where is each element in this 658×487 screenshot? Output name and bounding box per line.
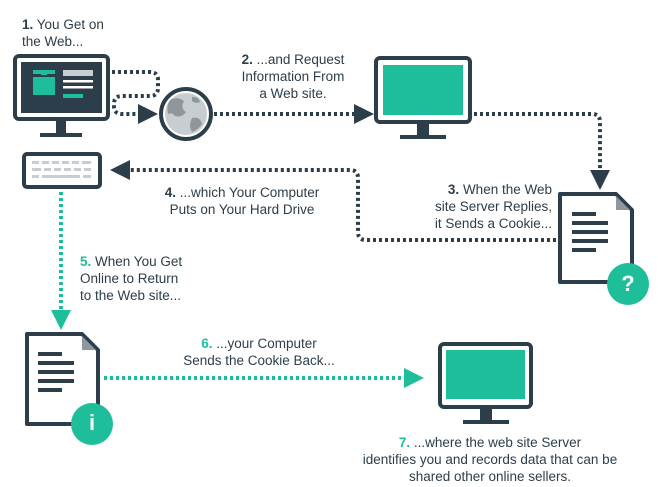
info-badge-icon [71,403,113,445]
step-1-line-1: You Get on [36,17,104,32]
connector-cookie-to-drive [110,160,556,242]
step-5-line-2: Online to Return [80,271,179,286]
step-5-line-3: to the Web site... [80,288,182,303]
web-server-computer-icon [374,56,472,139]
step-6-label: 6. ...your Computer Sends the Cookie Bac… [166,335,352,369]
question-mark-glyph: ? [621,271,635,296]
cookie-document-icon [558,192,634,284]
step-5-label: 5. When You Get Online to Return to the … [80,253,182,304]
step-7-label: 7. ...where the web site Server identifi… [330,434,650,485]
step-4-number: 4. [164,185,176,200]
step-1-number: 1. [22,17,34,32]
step-4-label: 4. ...which Your Computer Puts on Your H… [150,184,334,218]
step-3-line-3: it Sends a Cookie... [434,216,552,231]
tracking-server-computer-icon [438,342,533,424]
step-2-line-3: a Web site. [259,86,327,101]
step-3-line-2: site Server Replies, [434,199,552,214]
step-2-line-2: Information From [241,69,345,84]
user-computer-icon [13,54,110,137]
step-6-line-2: Sends the Cookie Back... [183,353,335,368]
step-7-line-2: identifies you and records data that can… [362,452,618,467]
step-1-line-2: the Web... [22,34,84,49]
info-mark-glyph: i [88,410,96,435]
connector-server-to-cookie [474,112,610,190]
step-7-line-3: shared other online sellers. [408,469,572,484]
keyboard-icon [22,152,102,189]
step-3-number: 3. [447,182,460,197]
step-6-line-1: ...your Computer [216,336,317,351]
returning-document-icon [25,332,100,426]
step-2-line-1: ...and Request [256,52,345,67]
step-5-line-1: When You Get [95,254,183,269]
step-5-number: 5. [80,254,92,269]
question-badge-icon [607,263,649,305]
step-6-number: 6. [201,336,213,351]
flow-connectors [51,70,610,388]
step-1-label: 1. You Get on the Web... [22,16,104,50]
step-7-number: 7. [398,435,411,450]
globe-icon [159,87,213,141]
step-2-label: 2. ...and Request Information From a Web… [218,51,368,102]
step-2-number: 2. [241,52,253,67]
step-3-label: 3. When the Web site Server Replies, it … [400,181,552,232]
step-3-line-1: When the Web [462,182,552,197]
step-7-line-1: ...where the web site Server [413,435,582,450]
step-4-line-2: Puts on Your Hard Drive [169,202,315,217]
connector-computer-to-globe [112,70,160,124]
step-4-line-1: ...which Your Computer [179,185,320,200]
